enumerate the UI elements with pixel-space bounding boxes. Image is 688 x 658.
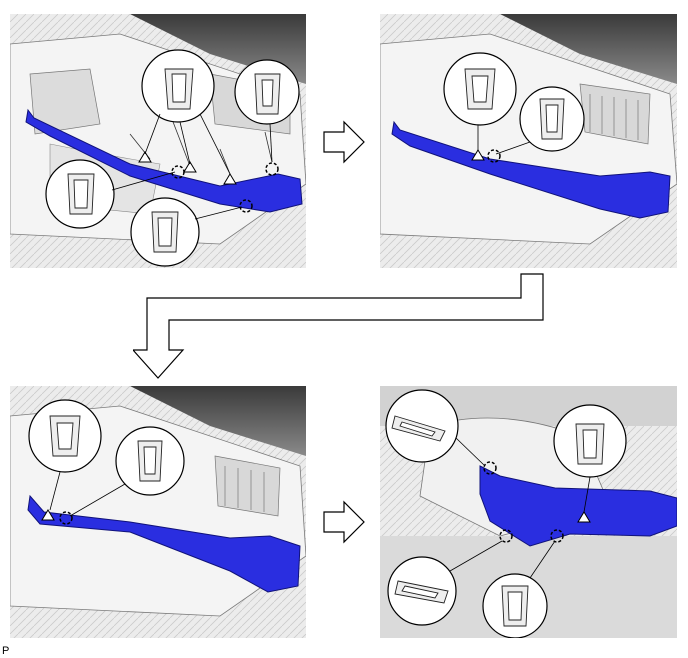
clip-marker-circle: [171, 162, 279, 213]
step-3-panel: [10, 386, 306, 638]
right-arrow-icon: [323, 500, 365, 544]
dashboard-lower-panel: [391, 120, 671, 219]
clip-marker-circle: [59, 511, 73, 525]
step-1-panel: [10, 14, 306, 268]
clip-marker-triangle: [138, 151, 237, 185]
step-2-panel: [380, 14, 677, 268]
step-4-illustration: [380, 386, 677, 638]
step-4-panel: [380, 386, 677, 638]
clip-marker-circle: [487, 149, 501, 163]
dashboard-lower-panel: [479, 465, 677, 547]
step-1-illustration: [10, 14, 306, 268]
elbow-down-arrow-icon: [133, 273, 544, 379]
dashboard-lower-panel: [27, 494, 301, 593]
step-3-illustration: [10, 386, 306, 638]
right-arrow-icon: [323, 120, 365, 164]
clip-marker-triangle: [577, 511, 591, 523]
dashboard-lower-panel: [25, 108, 303, 213]
figure-code: P: [2, 645, 10, 657]
clip-marker-triangle: [471, 149, 485, 161]
clip-detail-callout: [45, 49, 300, 267]
clip-marker-triangle: [41, 509, 55, 521]
clip-marker-circle: [483, 461, 564, 543]
step-2-illustration: [380, 14, 677, 268]
